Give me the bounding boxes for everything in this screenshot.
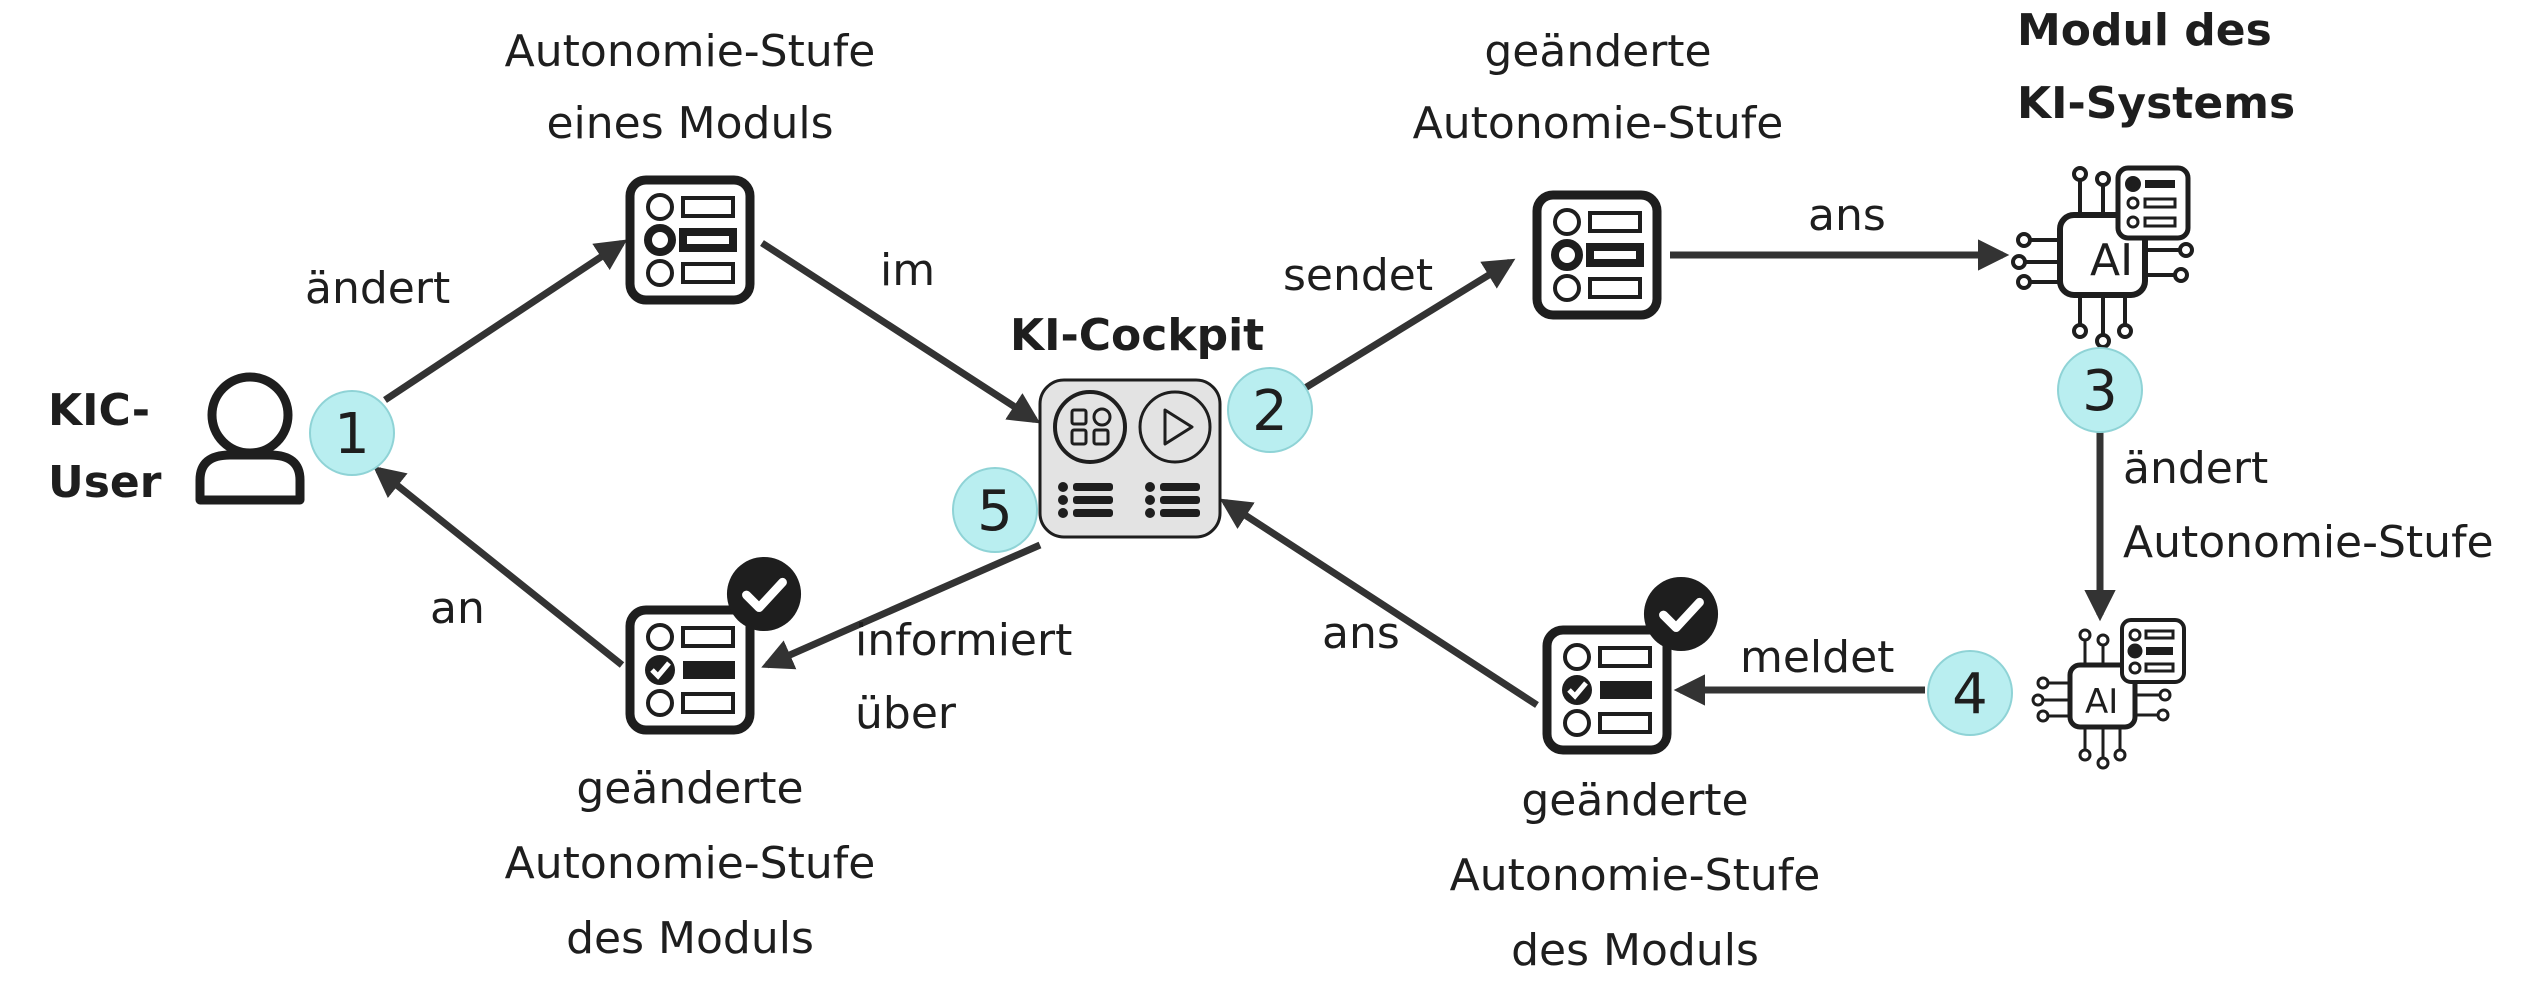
list-icon bbox=[1145, 482, 1200, 518]
edge-label-ans-bottom: ans bbox=[1322, 608, 1400, 659]
step-number: 2 bbox=[1252, 379, 1288, 444]
user-label-line2: User bbox=[48, 457, 162, 508]
step-badge-3: 3 bbox=[2057, 347, 2143, 433]
step-badge-1: 1 bbox=[309, 390, 395, 476]
module-title-line2: KI-Systems bbox=[2017, 78, 2295, 129]
connectors bbox=[373, 239, 2116, 708]
edge-label-autonomie-right: Autonomie-Stufe bbox=[2123, 517, 2494, 568]
step-badge-2: 2 bbox=[1227, 367, 1313, 453]
form-check-icon-bottom-right bbox=[1547, 630, 1667, 750]
ai-chip-icon-small bbox=[2031, 618, 2186, 770]
module-title-line1: Modul des bbox=[2017, 5, 2272, 56]
check-badge-icon-bottom-right bbox=[1644, 577, 1718, 651]
arrow-form-to-cockpit bbox=[760, 240, 1041, 424]
cockpit-title: KI-Cockpit bbox=[1010, 310, 1264, 361]
arrow-user-to-form bbox=[383, 239, 628, 403]
user-label-line1: KIC- bbox=[48, 385, 150, 436]
form-icon-top-right bbox=[1537, 195, 1657, 315]
caption-top-right-line1: geänderte bbox=[1484, 26, 1711, 77]
ai-chip-label: AI bbox=[2090, 235, 2133, 286]
ai-chip-icon-large bbox=[2011, 165, 2194, 349]
caption-bottom-right-line3: des Moduls bbox=[1511, 925, 1759, 976]
arrow-cockpit-to-form bbox=[1303, 258, 1516, 391]
step-badge-4: 4 bbox=[1927, 650, 2013, 736]
form-icon-top-left bbox=[630, 180, 750, 300]
caption-bottom-right-line2: Autonomie-Stufe bbox=[1450, 850, 1821, 901]
edge-label-im: im bbox=[880, 245, 935, 296]
edge-label-aendert: ändert bbox=[305, 263, 450, 314]
edge-label-an: an bbox=[430, 583, 485, 634]
edge-label-sendet: sendet bbox=[1283, 250, 1433, 301]
arrow-cockpit-to-form-bottom bbox=[761, 541, 1042, 670]
caption-bottom-left-line2: Autonomie-Stufe bbox=[505, 838, 876, 889]
form-check-icon-bottom-left bbox=[630, 610, 750, 730]
caption-top-left-line1: Autonomie-Stufe bbox=[505, 26, 876, 77]
arrow-form-to-cockpit-bottom bbox=[1219, 498, 1539, 708]
edge-label-aendert-right: ändert bbox=[2123, 443, 2268, 494]
edge-label-ueber: über bbox=[855, 688, 957, 739]
edge-label-informiert: informiert bbox=[855, 615, 1072, 666]
cockpit-icon bbox=[1038, 378, 1222, 539]
caption-top-right-line2: Autonomie-Stufe bbox=[1413, 98, 1784, 149]
step-number: 4 bbox=[1952, 662, 1988, 727]
check-badge-icon-bottom-left bbox=[727, 557, 801, 631]
arrow-form-to-user bbox=[373, 466, 625, 668]
list-icon bbox=[1058, 482, 1113, 518]
step-number: 3 bbox=[2082, 359, 2118, 424]
caption-bottom-left-line1: geänderte bbox=[576, 763, 803, 814]
ai-chip-label-small: AI bbox=[2085, 682, 2118, 722]
edge-label-meldet: meldet bbox=[1740, 632, 1894, 683]
caption-bottom-left-line3: des Moduls bbox=[566, 913, 814, 964]
step-number: 5 bbox=[977, 479, 1013, 544]
caption-top-left-line2: eines Moduls bbox=[546, 98, 833, 149]
caption-bottom-right-line1: geänderte bbox=[1521, 775, 1748, 826]
step-number: 1 bbox=[334, 402, 370, 467]
user-icon bbox=[195, 372, 305, 505]
edge-label-ans-top: ans bbox=[1808, 190, 1886, 241]
step-badge-5: 5 bbox=[952, 467, 1038, 553]
